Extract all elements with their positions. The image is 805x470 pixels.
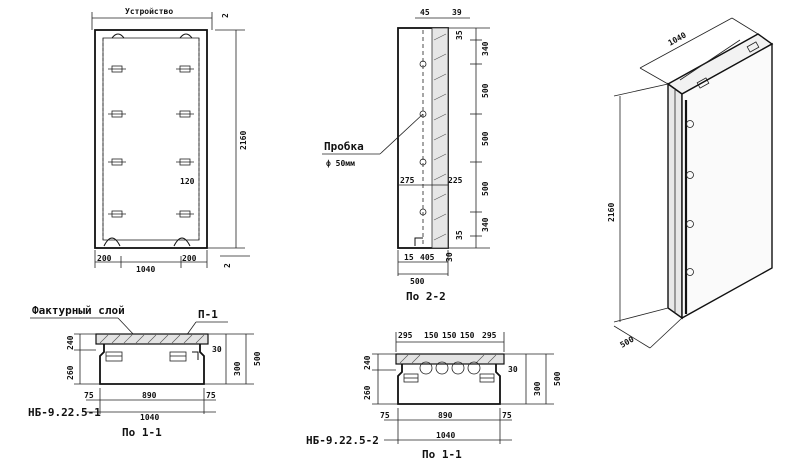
isometric-view: 1040 2160 500 <box>607 17 774 350</box>
s11l-right-small: 30 <box>212 345 222 354</box>
s11l-width-inner: 890 <box>142 391 157 400</box>
s22-side-dim-4: 500 <box>481 181 490 196</box>
s11l-caption: По 1-1 <box>122 426 162 439</box>
s11r-top-dim-0: 295 <box>398 331 413 340</box>
front-bottom-right-dim: 200 <box>182 254 197 263</box>
s11r-width-total: 1040 <box>436 431 455 440</box>
s22-side-dim-6: 35 <box>455 230 464 240</box>
s11r-left-dim-1: 260 <box>363 385 372 400</box>
s22-caption: По 2-2 <box>406 290 446 303</box>
iso-depth-dim: 500 <box>619 335 636 350</box>
section-1-1-right: 295 150 150 150 295 240 260 30 <box>306 331 562 461</box>
s11l-edge-right: 75 <box>206 391 216 400</box>
s22-plug-size: ф 50мм <box>326 159 355 168</box>
front-bottom-left-dim: 200 <box>97 254 112 263</box>
s11r-edge-right: 75 <box>502 411 512 420</box>
section-2-2: 45 39 35 340 500 500 500 340 35 275 225 … <box>322 8 490 303</box>
s11l-part-label: П-1 <box>198 308 218 321</box>
s22-side-dim-1: 340 <box>481 41 490 56</box>
s11l-width-total: 1040 <box>140 413 159 422</box>
s22-top-dim: 45 <box>420 8 430 17</box>
s22-mid-right-dim: 225 <box>448 176 463 185</box>
s11r-top-dim-1: 150 <box>424 331 439 340</box>
s11r-right-dim-0: 300 <box>533 381 542 396</box>
s11l-layer-label: Фактурный слой <box>32 304 125 317</box>
s11r-top-dim-4: 295 <box>482 331 497 340</box>
s22-mid-left-dim: 275 <box>400 176 415 185</box>
s22-side-dim-3: 500 <box>481 131 490 146</box>
s11r-top-dim-2: 150 <box>442 331 457 340</box>
s11r-caption: По 1-1 <box>422 448 462 461</box>
s22-side-dim-2: 500 <box>481 83 490 98</box>
section-1-1-left: Фактурный слой П-1 240 260 <box>28 304 262 439</box>
front-height-dim: 2160 <box>239 131 248 150</box>
s22-side-dim-0: 35 <box>455 30 464 40</box>
s11r-right-small: 30 <box>508 365 518 374</box>
s22-bottom-dim-2: 30 <box>445 252 454 262</box>
s11l-left-dim-0: 240 <box>66 335 75 350</box>
iso-height-dim: 2160 <box>607 203 616 222</box>
s22-bottom-total: 500 <box>410 277 425 286</box>
front-top-right-dim: 2 <box>221 13 230 18</box>
s11r-width-inner: 890 <box>438 411 453 420</box>
front-view: Устройство 2 120 2160 <box>91 7 250 274</box>
s22-bottom-dim-0: 15 <box>404 253 414 262</box>
s11l-right-dim-0: 300 <box>233 361 242 376</box>
s22-bottom-dim-1: 405 <box>420 253 435 262</box>
front-corner-dim: 2 <box>223 263 232 268</box>
front-small-dim: 120 <box>180 177 195 186</box>
s22-plug-label: Пробка <box>324 140 364 153</box>
s22-side-dim-5: 340 <box>481 217 490 232</box>
s11r-edge-left: 75 <box>380 411 390 420</box>
s11l-right-dim-1: 500 <box>253 351 262 366</box>
iso-length-dim: 1040 <box>667 30 688 47</box>
s11l-mark: НБ-9.22.5-1 <box>28 406 101 419</box>
s22-top-dim2: 39 <box>452 8 462 17</box>
s11r-top-dim-3: 150 <box>460 331 475 340</box>
front-top-note: Устройство <box>125 7 173 16</box>
front-bottom-mid-dim: 1040 <box>136 265 155 274</box>
s11r-mark: НБ-9.22.5-2 <box>306 434 379 447</box>
s11r-left-dim-0: 240 <box>363 355 372 370</box>
s11l-left-dim-1: 260 <box>66 365 75 380</box>
s11l-edge-left: 75 <box>84 391 94 400</box>
s11r-right-dim-1: 500 <box>553 371 562 386</box>
